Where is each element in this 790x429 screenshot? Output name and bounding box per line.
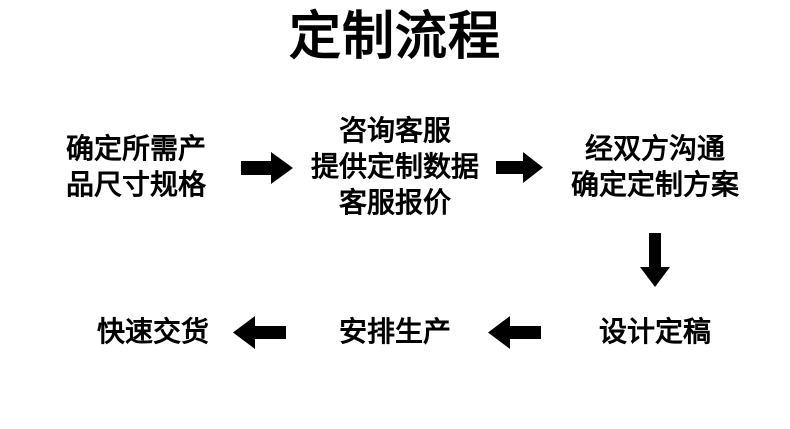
flow-step-3-line-1: 经双方沟通 [584, 133, 725, 164]
flow-step-4: 设计定稿 [549, 314, 761, 350]
flow-step-6: 快速交货 [58, 314, 248, 350]
flow-step-1-line-2: 品尺寸规格 [66, 169, 207, 200]
flow-step-3: 经双方沟通 确定定制方案 [549, 131, 761, 203]
page-title: 定制流程 [288, 8, 501, 66]
flow-step-1-line-1: 确定所需产 [66, 133, 207, 164]
flow-step-5-line-1: 安排生产 [338, 316, 451, 347]
flow-step-4-line-1: 设计定稿 [598, 316, 711, 347]
flow-step-2: 咨询客服 提供定制数据 客服报价 [295, 113, 495, 221]
flow-step-2-line-1: 咨询客服 [338, 115, 451, 146]
flow-step-6-line-1: 快速交货 [96, 316, 209, 347]
arrow-down-icon [640, 233, 670, 287]
arrow-left-icon [233, 316, 286, 349]
flow-step-1: 确定所需产 品尺寸规格 [66, 131, 206, 203]
flow-step-5: 安排生产 [300, 314, 490, 350]
flow-step-2-line-2: 提供定制数据 [310, 151, 479, 182]
flow-step-2-line-3: 客服报价 [338, 187, 451, 218]
arrow-right-icon [496, 152, 543, 183]
flow-step-3-line-2: 确定定制方案 [570, 169, 739, 200]
arrow-left-icon [488, 316, 541, 349]
arrow-right-icon [241, 152, 293, 184]
